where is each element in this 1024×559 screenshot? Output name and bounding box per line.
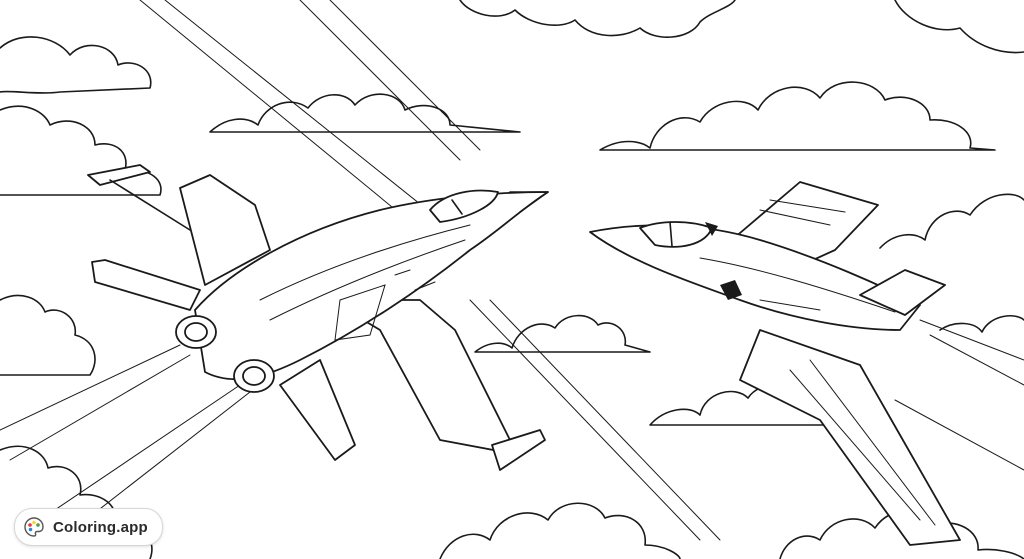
left-fighter-jet <box>87 164 549 471</box>
speed-lines <box>0 0 1024 541</box>
right-fighter-jet <box>589 181 961 546</box>
palette-icon <box>23 516 45 538</box>
brand-badge[interactable]: Coloring.app <box>14 508 163 546</box>
brand-name: Coloring.app <box>53 518 148 536</box>
